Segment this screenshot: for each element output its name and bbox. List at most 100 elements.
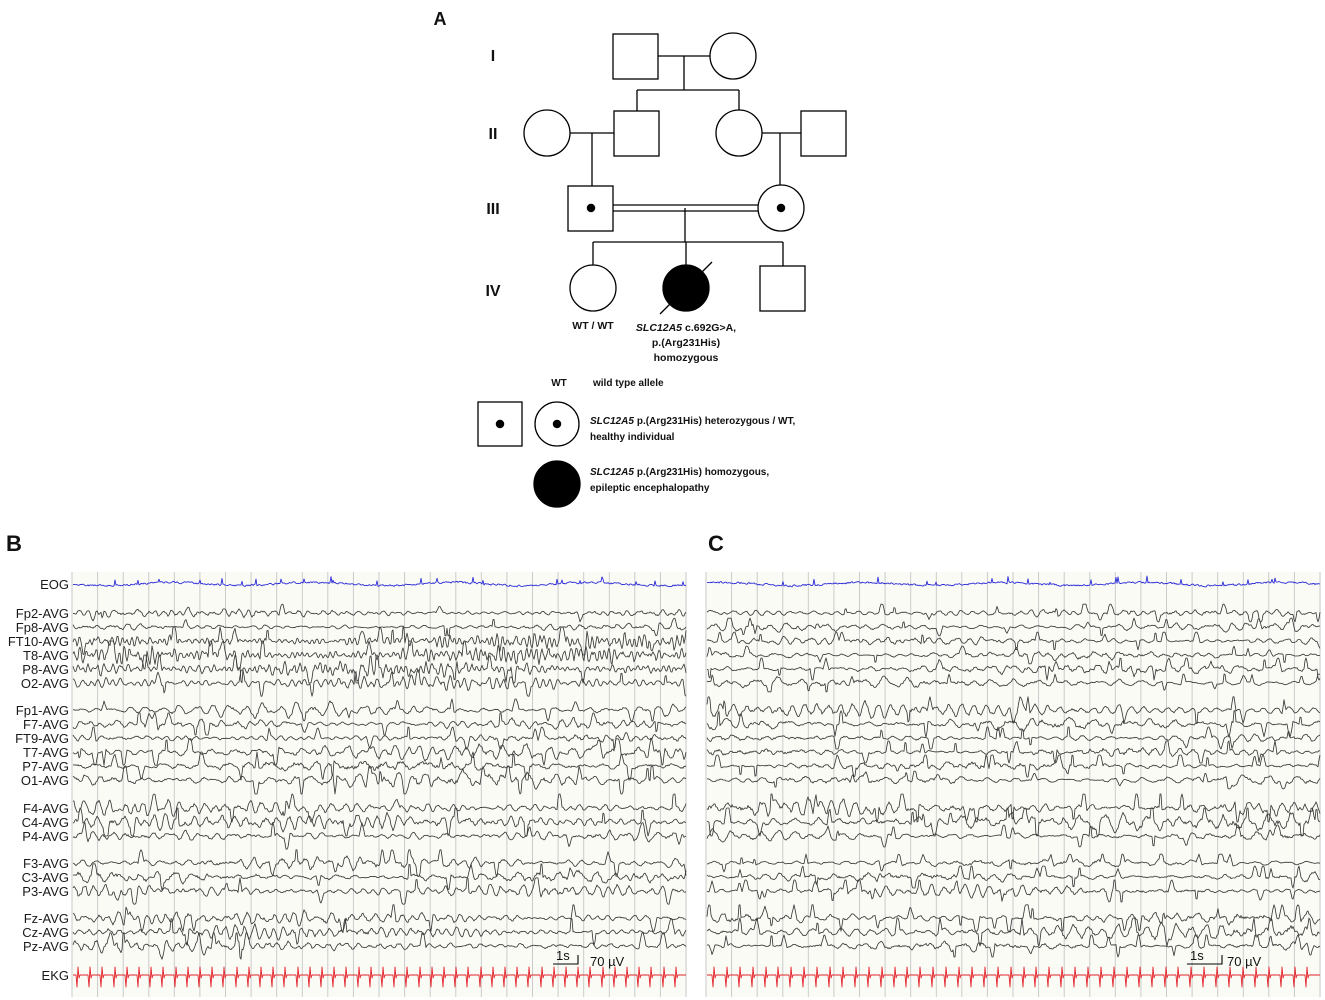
male-square-ii-4 xyxy=(800,110,847,157)
channel-label-c3-avg: C3-AVG xyxy=(22,870,69,885)
trace-c-fp2-avg xyxy=(706,603,1321,623)
channel-label-p4-avg: P4-AVG xyxy=(22,829,69,844)
trace-b-o1-avg xyxy=(72,765,687,795)
trace-b-p4-avg xyxy=(72,822,687,850)
channel-label-fz-avg: Fz-AVG xyxy=(24,911,69,926)
variant-text: c.692G>A, xyxy=(685,322,736,334)
scale-bar-line-b xyxy=(553,955,579,965)
carrier-dot-iii-2 xyxy=(776,203,786,213)
legend-carrier-circle-dot xyxy=(552,419,562,429)
legend-affected-gene: SLC12A5 xyxy=(590,467,634,478)
trace-c-c4-avg xyxy=(706,807,1321,837)
trace-c-fp1-avg xyxy=(706,696,1321,724)
trace-b-ekg xyxy=(73,966,686,988)
channel-label-t7-avg: T7-AVG xyxy=(23,745,69,760)
panel-a-label: A xyxy=(434,9,447,29)
trace-b-p3-avg xyxy=(72,877,687,905)
trace-b-ft10-avg xyxy=(72,626,687,656)
generation-label-iii: III xyxy=(486,201,499,218)
scale-amplitude-label-b: 70 µV xyxy=(590,954,625,969)
trace-b-f3-avg xyxy=(72,849,687,877)
trace-c-c3-avg xyxy=(706,865,1321,889)
female-circle-ii-3 xyxy=(715,109,763,157)
channel-label-eog: EOG xyxy=(40,577,69,592)
trace-c-ft10-avg xyxy=(706,631,1321,651)
trace-c-f3-avg xyxy=(707,853,1321,873)
channel-label-f7-avg: F7-AVG xyxy=(23,717,69,732)
trace-b-t8-avg xyxy=(72,640,687,670)
gene-name: SLC12A5 xyxy=(636,322,682,334)
legend-affected-circle xyxy=(533,460,581,508)
channel-label-pz-avg: Pz-AVG xyxy=(23,939,69,954)
trace-b-eog xyxy=(72,576,687,588)
channel-labels-b: EOGFp2-AVGFp8-AVGFT10-AVGT8-AVGP8-AVGO2-… xyxy=(8,577,69,983)
trace-c-pz-avg xyxy=(706,934,1321,958)
trace-c-ft9-avg xyxy=(706,726,1321,750)
female-circle-iv-1 xyxy=(569,264,617,312)
trace-c-o2-avg xyxy=(706,673,1320,693)
legend-affected-text: p.(Arg231His) homozygous, xyxy=(637,467,769,478)
female-circle-ii-1 xyxy=(523,109,571,157)
channel-label-f4-avg: F4-AVG xyxy=(23,801,69,816)
panel-c-label: C xyxy=(708,531,724,556)
trace-c-f7-avg xyxy=(706,710,1321,738)
trace-b-fp2-avg xyxy=(72,603,687,623)
generation-label-iv: IV xyxy=(485,283,500,300)
legend-wt-abbreviation: WT xyxy=(551,378,567,389)
channel-label-t8-avg: T8-AVG xyxy=(23,648,69,663)
trace-c-t8-avg xyxy=(706,645,1321,665)
channel-label-o2-avg: O2-AVG xyxy=(21,676,69,691)
eeg-traces-b xyxy=(72,576,687,988)
scale-bar-c: 1s 70 µV xyxy=(1187,948,1262,969)
generation-label-ii: II xyxy=(489,126,498,143)
legend-carrier-square-dot xyxy=(495,419,505,429)
trace-b-c3-avg xyxy=(72,863,687,891)
trace-c-fz-avg xyxy=(706,904,1321,932)
trace-b-fz-avg xyxy=(72,904,687,932)
descent-line-i xyxy=(636,56,740,111)
generation-label-i: I xyxy=(491,48,495,65)
male-square-iv-3 xyxy=(759,265,806,312)
panel-b-label: B xyxy=(6,531,22,556)
scale-amplitude-label-c: 70 µV xyxy=(1227,954,1262,969)
channel-label-ekg: EKG xyxy=(42,968,69,983)
deceased-slash-iv-2 xyxy=(659,261,713,315)
trace-b-cz-avg xyxy=(72,918,687,946)
female-circle-i-2 xyxy=(709,32,757,80)
trace-c-t7-avg xyxy=(706,740,1321,764)
channel-label-o1-avg: O1-AVG xyxy=(21,773,69,788)
panel-b-eeg: B EOGFp2-AVGFp8-AVGFT10-AVGT8-AVGP8-AVGO… xyxy=(6,531,687,997)
trace-b-f7-avg xyxy=(72,712,687,736)
trace-b-t7-avg xyxy=(72,738,687,766)
channel-label-fp2-avg: Fp2-AVG xyxy=(16,606,69,621)
channel-label-ft9-avg: FT9-AVG xyxy=(15,731,69,746)
genotype-label-iv-2-zygosity: homozygous xyxy=(654,352,719,364)
channel-label-cz-avg: Cz-AVG xyxy=(22,925,69,940)
trace-c-ekg xyxy=(707,966,1320,988)
genotype-label-iv-2-protein: p.(Arg231His) xyxy=(652,337,720,349)
trace-b-pz-avg xyxy=(72,932,687,960)
sibship-line-iv xyxy=(592,208,784,266)
eeg-traces-c xyxy=(706,575,1321,988)
trace-c-fp8-avg xyxy=(706,617,1321,637)
trace-c-p3-avg xyxy=(706,879,1321,903)
male-square-ii-2 xyxy=(613,110,660,157)
legend-affected-line2: epileptic encephalopathy xyxy=(590,483,710,494)
trace-b-fp1-avg xyxy=(73,698,687,722)
trace-b-ft9-avg xyxy=(72,726,687,750)
trace-c-eog xyxy=(706,575,1321,588)
channel-label-p3-avg: P3-AVG xyxy=(22,884,69,899)
panel-c-eeg: C 1s 70 µV xyxy=(705,531,1321,997)
channel-label-p8-avg: P8-AVG xyxy=(22,662,69,677)
legend-carrier-text: p.(Arg231His) heterozygous / WT, xyxy=(637,416,796,427)
trace-c-p8-avg xyxy=(706,657,1321,681)
scale-bar-line-c xyxy=(1187,955,1223,965)
trace-c-p7-avg xyxy=(706,754,1321,778)
male-square-i-1 xyxy=(612,33,659,80)
genotype-label-iv-1: WT / WT xyxy=(572,320,614,332)
legend-carrier-gene: SLC12A5 xyxy=(590,416,634,427)
